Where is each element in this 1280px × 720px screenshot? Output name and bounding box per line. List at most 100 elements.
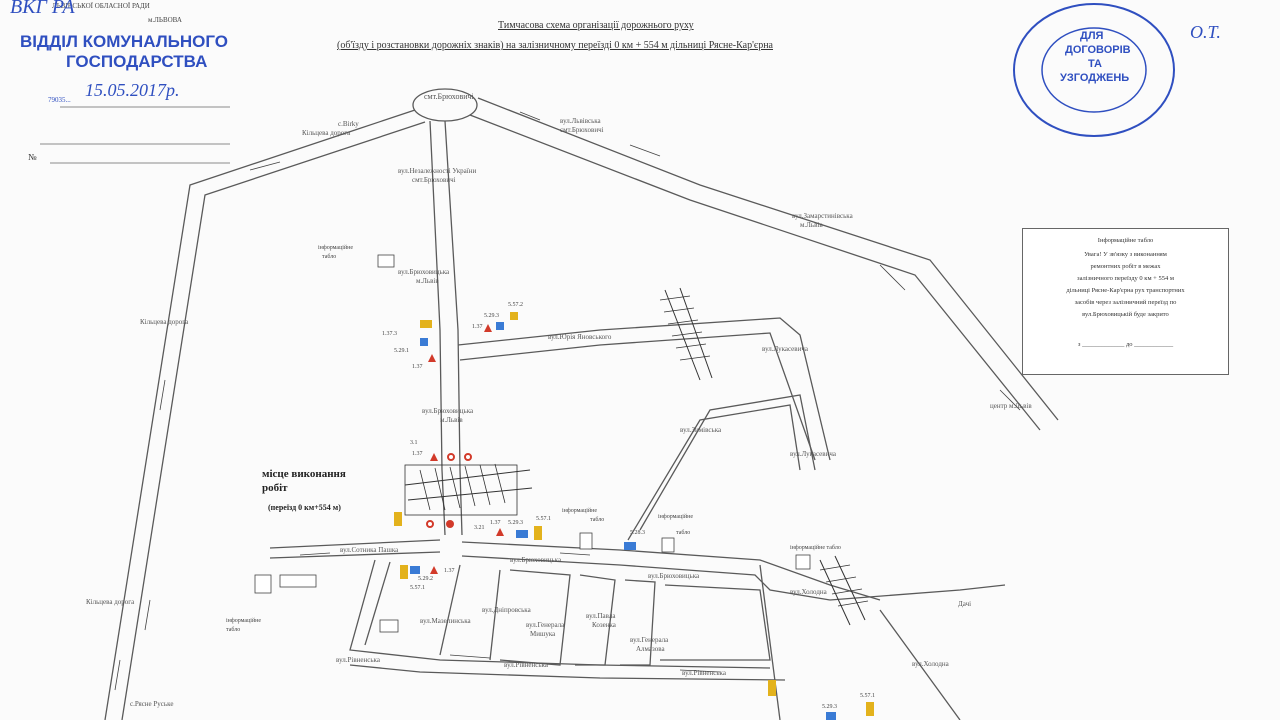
- info-board-label-1b: табло: [322, 254, 337, 260]
- label-kiltseva-bottom: Кільцева дорога: [86, 598, 135, 606]
- road-grid-2: [439, 564, 461, 656]
- label-rivnenska-mid: вул.Рівненська: [504, 661, 548, 669]
- road-grid-5: [575, 574, 616, 666]
- label-brukhovychi: смт.Брюховичі: [424, 92, 474, 101]
- sign-code-13: 5.28.3: [630, 530, 645, 536]
- road-rivnenska-outer: [349, 559, 771, 669]
- railway-ties: [404, 295, 869, 607]
- road-grid-7: [660, 584, 771, 661]
- info-board-icon-7: [379, 619, 399, 633]
- road-grid-4: [499, 569, 571, 666]
- info-board-icon-1: [377, 254, 395, 268]
- sign-icon-info-yellow-4: [400, 565, 408, 579]
- sign-code-18: 5.29.3: [822, 704, 837, 710]
- sign-code-8: 1.37: [412, 451, 423, 457]
- sign-icon-direction-blue: [496, 322, 504, 330]
- sign-code-4: 1.37.3: [382, 331, 397, 337]
- sign-icon-stop: [446, 520, 454, 528]
- stamp-text-4: УЗГОДЖЕНЬ: [1060, 72, 1130, 84]
- sign-icon-info-yellow: [510, 312, 518, 320]
- sign-icon-warning-triangle-2: [428, 354, 436, 362]
- sign-icon-direction-blue-4: [624, 542, 636, 550]
- label-brukhovytska-right: вул.Брюховицька: [648, 572, 700, 580]
- label-heneral-2-sub: Алмазова: [636, 645, 665, 653]
- document-subtitle: (об'їзду і розстановки дорожніх знаків) …: [337, 40, 773, 51]
- worksite-box: [404, 464, 518, 516]
- sign-code-12: 5.57.1: [536, 516, 551, 522]
- label-zhovkivska: вул.Зимівська: [680, 426, 722, 434]
- sign-icon-warning-triangle-4: [496, 528, 504, 536]
- stamp-text-2: ДОГОВОРІВ: [1065, 44, 1131, 56]
- org-line-3: ВІДДІЛ КОМУНАЛЬНОГО: [20, 32, 228, 51]
- stamp-text-3: ТА: [1088, 58, 1102, 70]
- info-board-line-5: засобів через залізничний переїзд по: [1074, 299, 1177, 306]
- road-rivnenska-bottom: [349, 664, 786, 681]
- label-tsentr: центр м.Львів: [990, 402, 1032, 410]
- label-lukasevycha-2: вул.Лукасевича: [790, 450, 836, 458]
- sign-icon-no-entry: [447, 453, 455, 461]
- road-kholodna-south: [879, 609, 961, 720]
- sign-icon-info-yellow-2: [534, 526, 542, 540]
- number-label: №: [28, 152, 37, 162]
- sign-icon-warning-triangle-5: [430, 566, 438, 574]
- info-board-label-5: інформаційне табло: [790, 545, 841, 551]
- label-brukhovytska-mid: вул.Брюховицька: [422, 407, 474, 415]
- org-line-2: м.ЛЬВОВА: [148, 16, 182, 24]
- ties-worksite: [419, 463, 506, 511]
- info-board-icon-6: [795, 554, 811, 570]
- info-board-icons: [254, 254, 811, 633]
- info-board-title: Інформаційне табло: [1097, 237, 1154, 244]
- label-zamarstynivska: вул.Замарстинівська: [792, 212, 853, 220]
- stamp-outer-ring: [1013, 3, 1175, 137]
- info-board-line-2: ремонтних робіт в межах: [1090, 263, 1161, 270]
- rail-5: [819, 559, 851, 626]
- ties-north: [659, 295, 711, 361]
- info-board-label-3: інформаційне: [562, 508, 598, 514]
- label-birky: с.Birky: [338, 120, 359, 128]
- info-board-line-7: з _____________ до ____________: [1077, 341, 1174, 348]
- sign-icon-direction-blue-3: [516, 530, 528, 538]
- info-board-line-4: дільниці Рясне-Кар'єрна рух транспортних: [1066, 287, 1185, 294]
- sign-code-17: 5.57.1: [860, 693, 875, 699]
- label-brukhovytska-low: вул.Брюховицька: [510, 556, 562, 564]
- sign-code-7: 3.1: [410, 440, 418, 446]
- label-yuriya: вул.Юрія Яновського: [548, 333, 612, 341]
- sign-code-6: 1.37: [412, 364, 423, 370]
- stamp-handwritten: О.Т.: [1190, 22, 1221, 42]
- label-riasne: с.Рясне Руське: [130, 700, 174, 708]
- road-center-upper: [477, 97, 1059, 421]
- sign-code-1: 5.57.2: [508, 302, 523, 308]
- road-lukasevycha-lower: [627, 404, 801, 541]
- label-rivnenska-left: вул.Рівненська: [336, 656, 380, 664]
- label-pavla-sub: Козенка: [592, 621, 616, 629]
- road-grid-6: [620, 579, 656, 666]
- road-grid-3: [489, 569, 501, 661]
- info-board-icon-2: [254, 574, 272, 594]
- work-site-label-2: робіт: [262, 482, 288, 494]
- label-lvivska-sub: смт.Брюховичі: [560, 126, 604, 134]
- sign-icon-no-traffic-2: [426, 520, 434, 528]
- road-sotnyka-top: [269, 539, 441, 549]
- sign-icon-warning-triangle: [484, 324, 492, 332]
- label-brukhovytska-mid-sub: м.Львів: [440, 416, 463, 424]
- road-kholodna: [829, 584, 1006, 601]
- label-lukasevycha: вул.Лукасевича: [762, 345, 808, 353]
- info-board-label-4b: табло: [676, 530, 691, 536]
- sign-icon-detour-yellow: [420, 320, 432, 328]
- info-board-label-1: інформаційне: [318, 245, 354, 251]
- road-kiltseva-outer: [104, 109, 416, 720]
- label-brukhovytska-top-sub: м.Львів: [416, 277, 439, 285]
- sign-code-16: 5.57.1: [410, 585, 425, 591]
- info-board-line-6: вул.Брюховицькій буде закрито: [1082, 311, 1169, 318]
- road-brukhovytska-right: [444, 120, 463, 536]
- arrows-upper: [249, 111, 1021, 411]
- info-board-label-4: інформаційне: [658, 514, 694, 520]
- sign-icon-info-yellow-6: [866, 702, 874, 716]
- handwritten-top: ВКГ РА: [10, 0, 75, 18]
- info-board-line-1: Увага! У зв'язку з виконанням: [1084, 251, 1167, 258]
- sign-code-9: 3.21: [474, 525, 485, 531]
- road-lukasevycha-upper: [639, 394, 816, 531]
- info-board-icon-4: [579, 532, 593, 550]
